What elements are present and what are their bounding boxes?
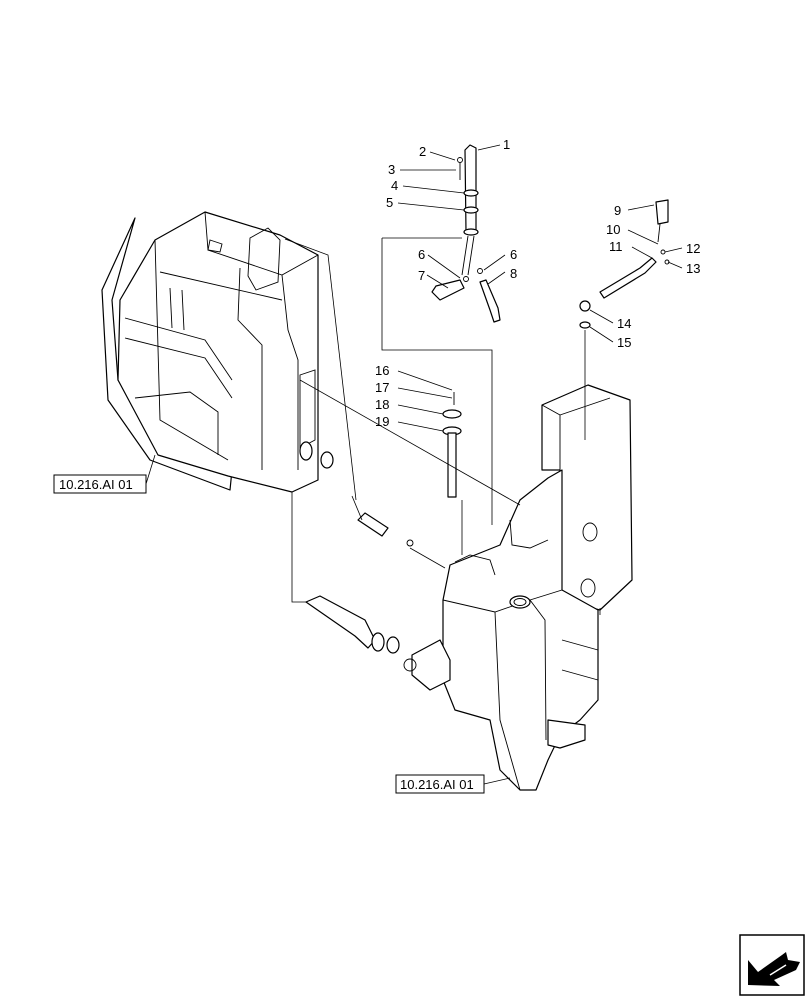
reference-left[interactable]: 10.216.AI 01 xyxy=(53,474,147,494)
callout-9: 9 xyxy=(614,203,621,218)
callout-labels: 1 2 3 4 5 6 6 7 8 9 10 11 12 13 14 15 16… xyxy=(375,137,700,429)
callout-leaders xyxy=(145,144,683,785)
callout-3: 3 xyxy=(388,162,395,177)
breather-assembly xyxy=(431,144,501,323)
fuel-sender xyxy=(442,392,462,498)
callout-11: 11 xyxy=(609,239,623,254)
overflow-hose xyxy=(579,199,670,440)
callout-2: 2 xyxy=(419,144,426,159)
callout-16: 16 xyxy=(375,363,389,378)
reference-right[interactable]: 10.216.AI 01 xyxy=(395,774,485,794)
left-fuel-tank xyxy=(101,211,334,493)
callout-13: 13 xyxy=(686,261,700,276)
callout-14: 14 xyxy=(617,316,631,331)
right-fuel-tank xyxy=(403,384,633,791)
callout-18: 18 xyxy=(375,397,389,412)
callout-6: 6 xyxy=(418,247,425,262)
callout-17: 17 xyxy=(375,380,389,395)
callout-19: 19 xyxy=(375,414,389,429)
reference-right-label: 10.216.AI 01 xyxy=(400,777,474,792)
callout-7: 7 xyxy=(418,268,425,283)
assembly-lines xyxy=(284,237,601,615)
callout-1: 1 xyxy=(503,137,510,152)
callout-12: 12 xyxy=(686,241,700,256)
callout-8: 8 xyxy=(510,266,517,281)
callout-6: 6 xyxy=(510,247,517,262)
callout-10: 10 xyxy=(606,222,620,237)
callout-4: 4 xyxy=(391,178,398,193)
next-page-arrow-icon[interactable] xyxy=(739,934,805,996)
callout-15: 15 xyxy=(617,335,631,350)
callout-5: 5 xyxy=(386,195,393,210)
reference-left-label: 10.216.AI 01 xyxy=(59,477,133,492)
connecting-hoses xyxy=(305,512,414,654)
